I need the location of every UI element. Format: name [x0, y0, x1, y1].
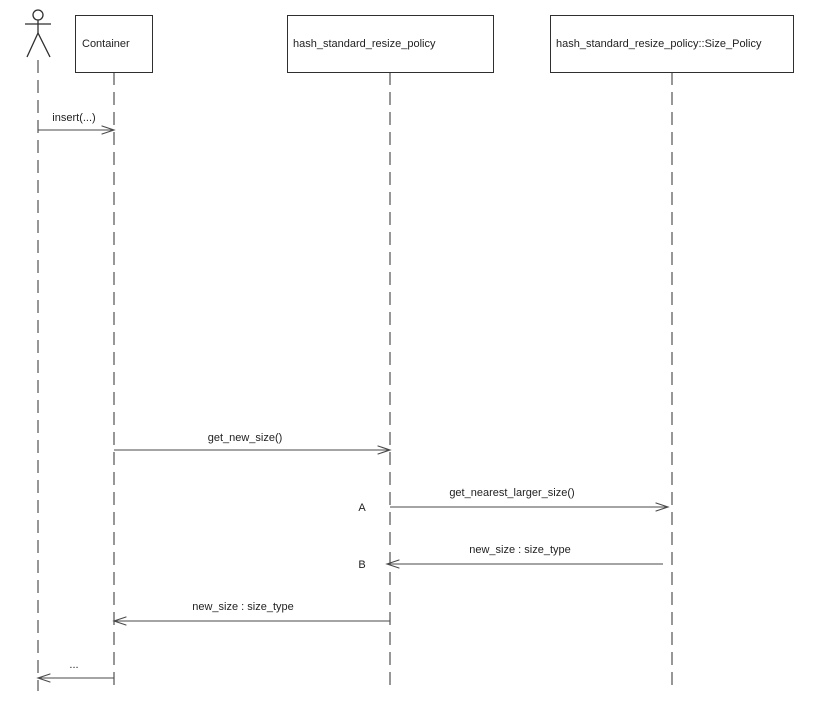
message-new-size-return-to-container-arrowhead: [112, 616, 127, 626]
message-insert-arrowhead: [101, 125, 116, 135]
message-get-new-size-arrowhead: [377, 445, 392, 455]
participant-size-policy: hash_standard_resize_policy::Size_Policy: [549, 14, 795, 74]
participant-container-box: [74, 14, 154, 74]
message-new-size-return-to-container-label: new_size : size_type: [192, 601, 294, 613]
message-new-size-return-to-policy: B new_size : size_type: [358, 544, 663, 571]
message-get-nearest-larger-size-label: get_nearest_larger_size(): [449, 487, 574, 499]
message-insert-label: insert(...): [52, 112, 95, 124]
participant-size-policy-box: [549, 14, 795, 74]
message-get-nearest-larger-size: A get_nearest_larger_size(): [358, 487, 670, 514]
participant-size-policy-label: hash_standard_resize_policy::Size_Policy: [556, 38, 762, 50]
participant-hash-standard-resize-policy-label: hash_standard_resize_policy: [293, 38, 436, 50]
message-marker-b: B: [358, 559, 365, 571]
actor-leg-left: [26, 32, 39, 58]
actor-figure: [25, 9, 51, 58]
message-new-size-return-to-policy-label: new_size : size_type: [469, 544, 571, 556]
participant-hash-standard-resize-policy: hash_standard_resize_policy: [286, 14, 495, 74]
participant-container-label: Container: [82, 38, 130, 50]
message-return-to-actor-label: ...: [69, 659, 78, 671]
message-get-nearest-larger-size-arrowhead: [655, 502, 670, 512]
message-new-size-return-to-policy-arrowhead: [385, 559, 400, 569]
message-get-new-size: get_new_size(): [114, 432, 392, 455]
message-return-to-actor-arrowhead: [36, 673, 51, 683]
actor-head: [32, 9, 44, 21]
message-new-size-return-to-container: new_size : size_type: [112, 601, 390, 626]
message-insert: insert(...): [38, 112, 116, 135]
message-marker-a: A: [358, 502, 366, 514]
message-return-to-actor: ...: [36, 659, 114, 683]
message-get-new-size-label: get_new_size(): [208, 432, 283, 444]
actor-leg-right: [37, 32, 51, 58]
participant-container: Container: [74, 14, 154, 74]
participant-hash-standard-resize-policy-box: [286, 14, 495, 74]
